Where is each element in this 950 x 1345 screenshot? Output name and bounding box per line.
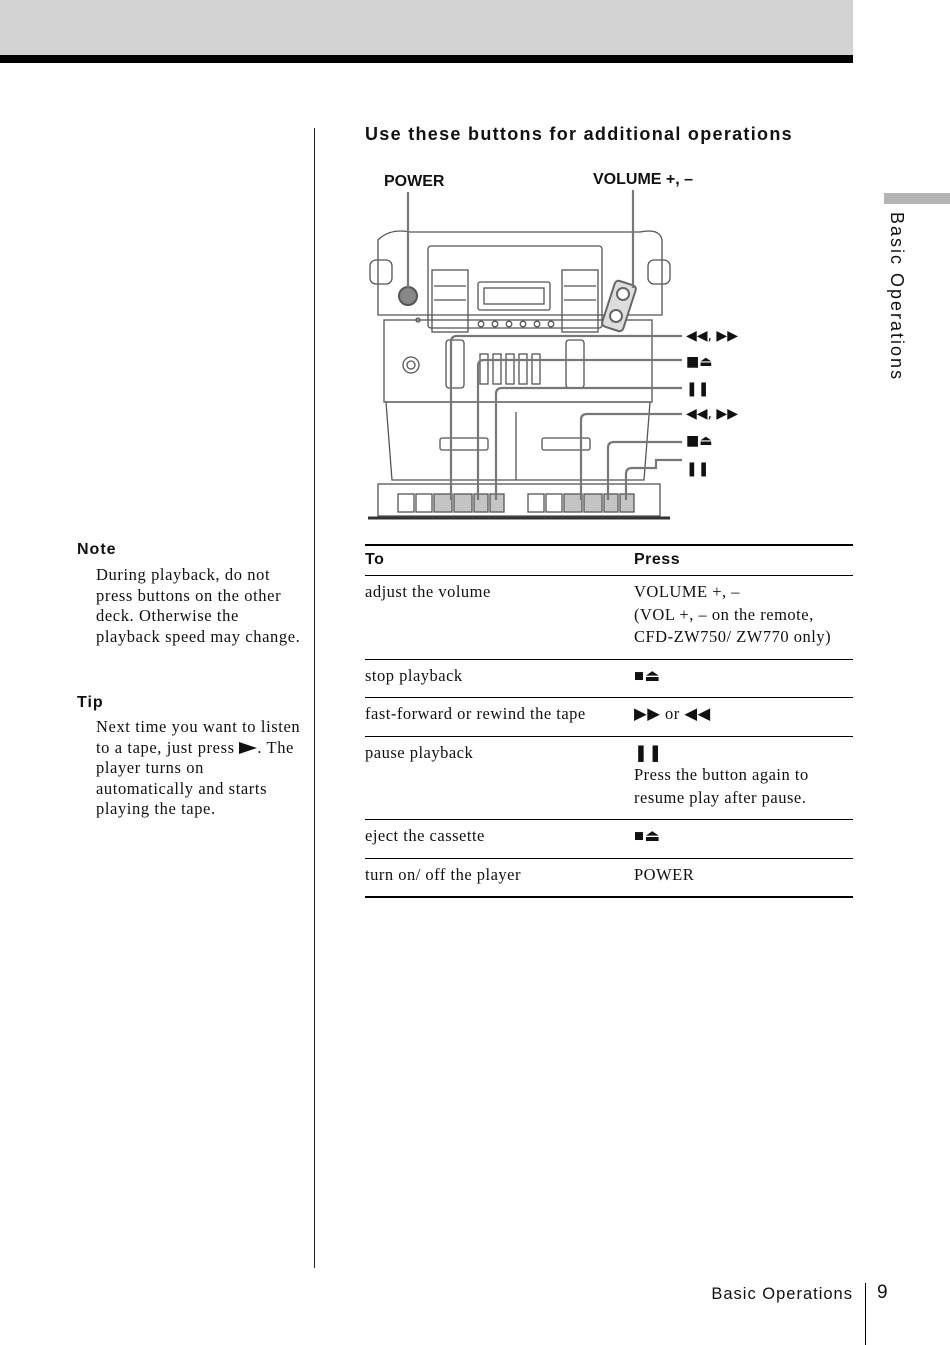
column-divider: [314, 128, 315, 1268]
footer-divider: [865, 1283, 866, 1345]
cell-to: fast-forward or rewind the tape: [365, 697, 634, 737]
tip-heading: Tip: [77, 694, 104, 711]
press-line: VOLUME +, –: [634, 582, 741, 601]
deck-b-pause-label: ❚❚: [686, 461, 709, 477]
note-body: During playback, do not press buttons on…: [96, 565, 301, 646]
page-number: 9: [877, 1282, 888, 1303]
header-to: To: [365, 544, 634, 576]
section-title: Use these buttons for additional operati…: [365, 124, 793, 144]
ffwd-rewind-icon: ▶▶ or ◀◀: [634, 704, 711, 723]
press-line: Press the button again to: [634, 765, 809, 784]
press-line: CFD-ZW750/ ZW770 only): [634, 627, 832, 646]
volume-label: VOLUME +, –: [593, 171, 693, 188]
cell-press: ▶▶ or ◀◀: [634, 697, 853, 737]
table-row: fast-forward or rewind the tape ▶▶ or ◀◀: [365, 697, 853, 737]
table-row: adjust the volume VOLUME +, – (VOL +, – …: [365, 575, 853, 660]
deck-b-search-label: ◀◀, ▶▶: [686, 406, 738, 422]
cell-to: pause playback: [365, 736, 634, 820]
stop-eject-icon: ■⏏: [634, 665, 661, 685]
cell-to: stop playback: [365, 659, 634, 698]
deck-a-pause-label: ❚❚: [686, 381, 709, 397]
header-band: [0, 0, 853, 55]
table-row: turn on/ off the player POWER: [365, 858, 853, 898]
table-row: pause playback ❚❚ Press the button again…: [365, 736, 853, 820]
cell-to: adjust the volume: [365, 575, 634, 660]
cell-press: ■⏏: [634, 819, 853, 859]
cell-to: eject the cassette: [365, 819, 634, 859]
tip-text-start: Next time you want to listen to a tape, …: [96, 717, 301, 757]
deck-a-keys: [433, 493, 505, 513]
press-line: (VOL +, – on the remote,: [634, 604, 814, 624]
boombox-diagram: POWER VOLUME +, – ◀◀, ▶▶ ■⏏ ❚❚ ◀◀, ▶▶ ■⏏…: [368, 171, 738, 520]
volume-buttons: [601, 279, 637, 333]
table-header-row: To Press: [365, 544, 853, 576]
play-icon: [239, 741, 258, 754]
cell-press: ❚❚ Press the button again to resume play…: [634, 736, 853, 820]
deck-b-keys: [563, 493, 635, 513]
header-rule: [0, 55, 853, 63]
table-row: eject the cassette ■⏏: [365, 819, 853, 859]
tip-text-end: . The player turns on automatically and …: [96, 737, 294, 819]
side-tab-marker: [884, 193, 950, 204]
footer-section-label: Basic Operations: [711, 1285, 853, 1303]
pause-icon: ❚❚: [634, 742, 663, 762]
cell-press: POWER: [634, 858, 853, 898]
cell-press: VOLUME +, – (VOL +, – on the remote, CFD…: [634, 575, 853, 660]
operations-table: To Press adjust the volume VOLUME +, – (…: [365, 544, 853, 898]
table-row: stop playback ■⏏: [365, 659, 853, 698]
power-button: [398, 286, 418, 306]
boombox-body: [368, 230, 671, 520]
press-line: resume play after pause.: [634, 787, 807, 807]
side-section-label: Basic Operations: [887, 212, 907, 382]
deck-b-stop-label: ■⏏: [686, 433, 712, 449]
cell-to: turn on/ off the player: [365, 858, 634, 898]
stop-eject-icon: ■⏏: [634, 826, 661, 845]
press-line: POWER: [634, 864, 695, 884]
header-press: Press: [634, 544, 853, 576]
callout-lines: [406, 190, 682, 500]
deck-a-search-label: ◀◀, ▶▶: [686, 328, 738, 344]
cell-press: ■⏏: [634, 659, 853, 698]
note-heading: Note: [77, 541, 117, 558]
deck-a-stop-label: ■⏏: [686, 354, 712, 370]
power-label: POWER: [384, 173, 445, 190]
tip-body: Next time you want to listen to a tape, …: [96, 717, 301, 820]
